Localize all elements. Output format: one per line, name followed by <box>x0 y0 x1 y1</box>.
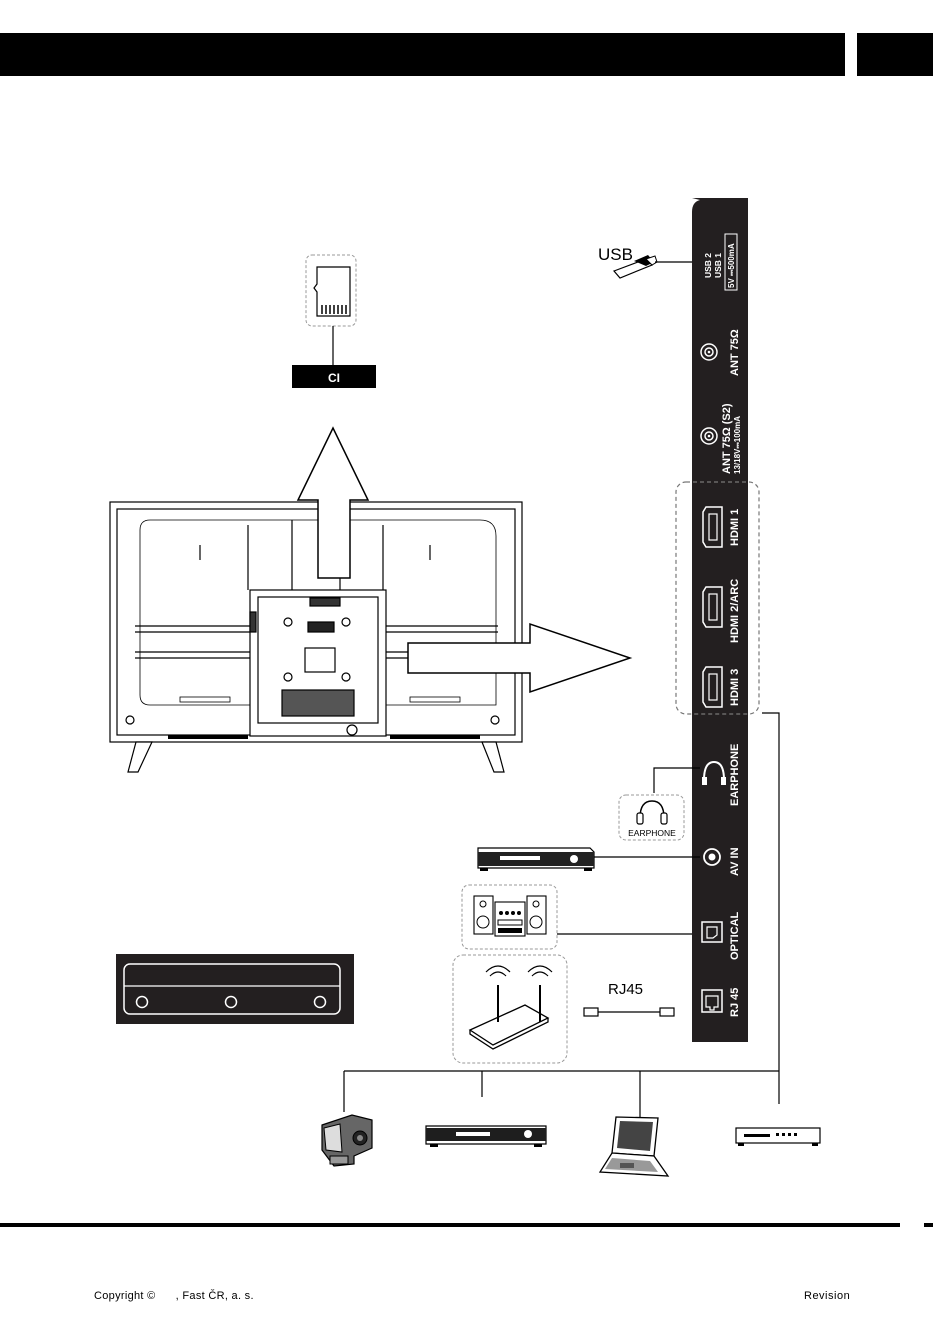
footer-rule <box>0 1223 900 1227</box>
ci-label: CI <box>328 371 340 385</box>
ant-s2-rating-label: 13/18V⎓100mA <box>733 416 742 474</box>
dvd-player-icon <box>478 848 594 871</box>
footer-tick <box>924 1223 933 1227</box>
router-icon <box>453 955 567 1063</box>
network-cable-icon <box>584 1008 674 1016</box>
tv-back-icon <box>110 502 522 772</box>
usb-device-label: USB <box>598 245 633 264</box>
copyright-text: Copyright © , Fast ČR, a. s. <box>94 1290 254 1302</box>
usb1-port-label: USB 1 <box>713 253 723 278</box>
tv-side-panel-detail <box>116 954 354 1024</box>
laptop-icon <box>600 1117 668 1176</box>
hifi-system-icon <box>462 885 557 949</box>
ci-card-icon <box>306 255 356 326</box>
hdmi3-port-label: HDMI 3 <box>729 669 741 706</box>
camcorder-icon <box>322 1115 372 1166</box>
usb2-port-label: USB 2 <box>703 253 713 278</box>
side-connector-panel: USB 2 USB 1 5V ⎓500mA ANT 75Ω ANT 75Ω (S… <box>692 198 748 1042</box>
avin-port-label: AV IN <box>729 847 741 876</box>
blu-ray-player-icon <box>736 1128 820 1146</box>
revision-text: Revision <box>804 1290 850 1302</box>
rj45-port-label: RJ 45 <box>729 988 741 1017</box>
earphone-device-label: EARPHONE <box>628 828 676 838</box>
hdmi2-port-label: HDMI 2/ARC <box>729 579 741 643</box>
set-top-box-icon <box>426 1126 546 1147</box>
rj45-cable-label: RJ45 <box>608 981 643 998</box>
earphone-port-label: EARPHONE <box>729 744 741 806</box>
hdmi1-port-label: HDMI 1 <box>729 509 741 546</box>
optical-port-label: OPTICAL <box>729 911 741 960</box>
usb-rating-label: 5V ⎓500mA <box>727 243 736 288</box>
ant-s2-port-label: ANT 75Ω (S2) <box>721 403 733 474</box>
ant-port-label: ANT 75Ω <box>729 329 741 376</box>
